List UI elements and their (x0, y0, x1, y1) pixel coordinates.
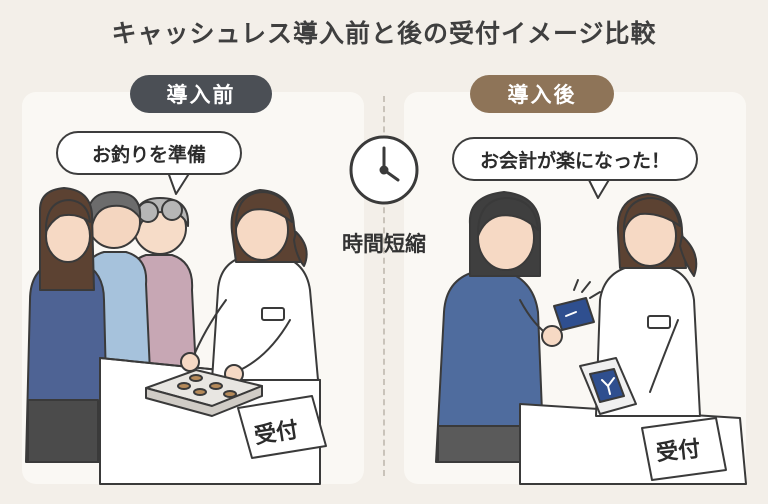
page-title: キャッシュレス導入前と後の受付イメージ比較 (111, 19, 657, 48)
speech-tail-before (167, 171, 191, 195)
clock-icon (349, 135, 419, 205)
before-label: 導入前 (130, 75, 272, 113)
panel-divider (383, 96, 385, 476)
reception-sign-after-label: 受付 (655, 436, 702, 467)
customer-woman (25, 187, 109, 463)
speech-tail-after (587, 177, 611, 199)
reception-sign-before-label: 受付 (252, 417, 301, 450)
speech-bubble-before: お釣りを準備 (56, 131, 242, 175)
payment-terminal-icon (579, 357, 637, 415)
reception-sign-after (641, 417, 727, 481)
customer-paying (435, 191, 563, 463)
after-label: 導入後 (470, 75, 614, 113)
receptionist-before (180, 189, 319, 384)
speech-bubble-after: お会計が楽になった！ (452, 137, 698, 181)
coin-tray (145, 369, 263, 417)
time-saving-caption: 時間短縮 (342, 232, 426, 256)
after-scene (435, 177, 747, 485)
before-scene (25, 171, 327, 485)
reception-sign-before (237, 395, 327, 459)
payment-card-icon (553, 279, 601, 331)
